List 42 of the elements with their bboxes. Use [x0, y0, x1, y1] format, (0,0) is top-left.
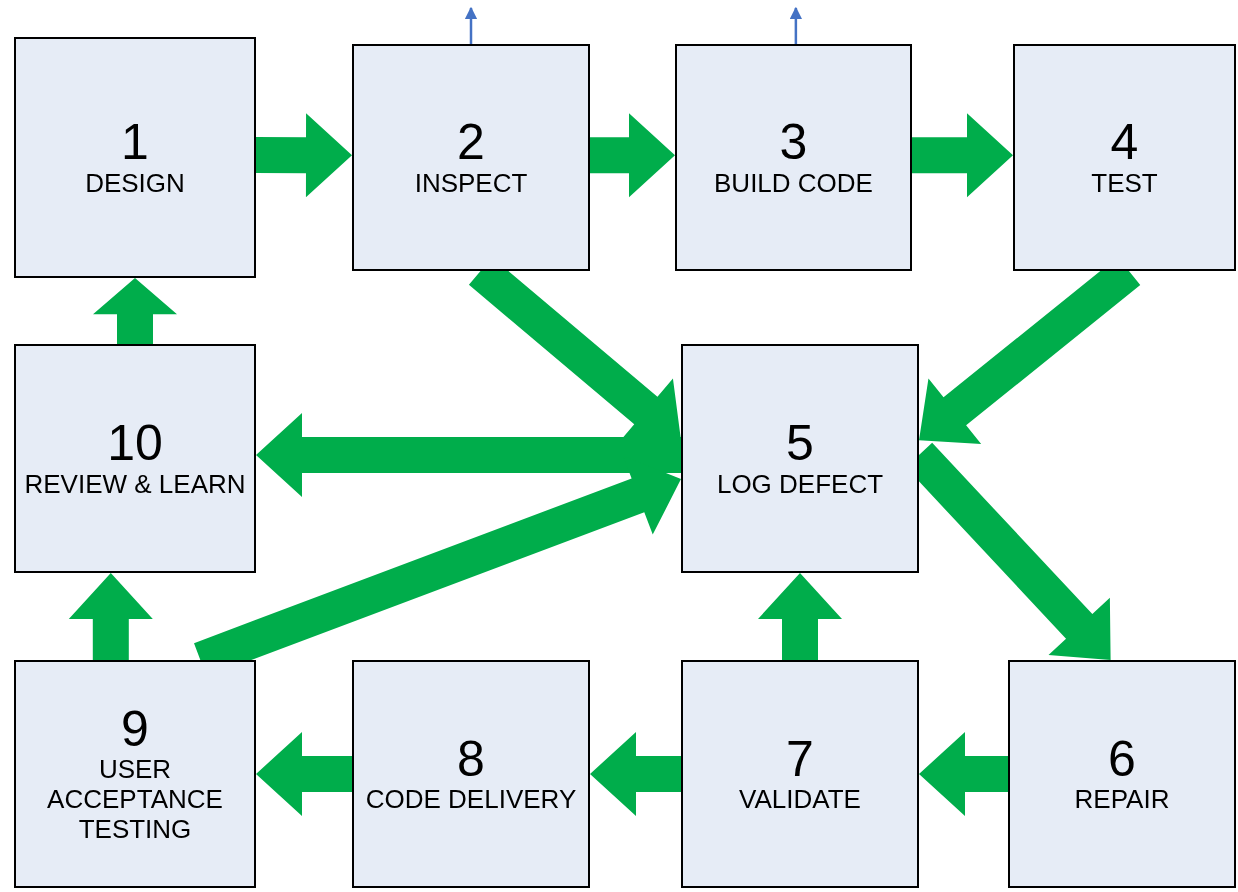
process-box: [14, 660, 256, 888]
step-number: 2: [457, 116, 485, 169]
process-box: [681, 344, 919, 573]
step-number: 3: [779, 116, 808, 169]
process-box: [675, 44, 912, 271]
step-number: 1: [121, 116, 149, 169]
step-label: USER ACCEPTANCE TESTING: [46, 755, 224, 846]
process-box: [14, 37, 256, 278]
step-label: REVIEW & LEARN: [23, 469, 247, 500]
step-number: 6: [1108, 732, 1136, 786]
process-box: [1008, 660, 1236, 888]
block-arrow: [256, 732, 352, 816]
block-arrow: [255, 113, 352, 198]
step-number: 10: [107, 417, 163, 470]
step-label: REPAIR: [1073, 785, 1171, 816]
process-box: [352, 44, 590, 271]
process-box: [14, 344, 256, 573]
block-arrow: [590, 113, 675, 198]
process-box: [681, 660, 919, 888]
process-box: [1013, 44, 1236, 271]
block-arrow: [919, 732, 1008, 816]
block-arrow: [912, 113, 1013, 198]
step-label: VALIDATE: [738, 785, 862, 816]
step-label: CODE DELIVERY: [364, 785, 578, 816]
arrow: [789, 6, 803, 44]
step-number: 4: [1110, 116, 1139, 169]
step-label: TEST: [1090, 168, 1159, 199]
step-label: LOG DEFECT: [715, 469, 885, 500]
block-arrow: [758, 573, 842, 660]
step-number: 9: [121, 702, 149, 756]
process-box: [352, 660, 590, 888]
step-label: DESIGN: [84, 168, 186, 199]
block-arrow: [590, 732, 681, 816]
step-number: 7: [786, 732, 814, 786]
block-arrow: [93, 278, 177, 344]
step-number: 5: [786, 417, 814, 470]
step-label: INSPECT: [413, 168, 529, 199]
block-arrow: [68, 573, 153, 660]
block-arrow: [256, 413, 681, 498]
arrow: [464, 6, 478, 44]
step-label: BUILD CODE: [713, 168, 874, 199]
step-number: 8: [457, 732, 485, 786]
